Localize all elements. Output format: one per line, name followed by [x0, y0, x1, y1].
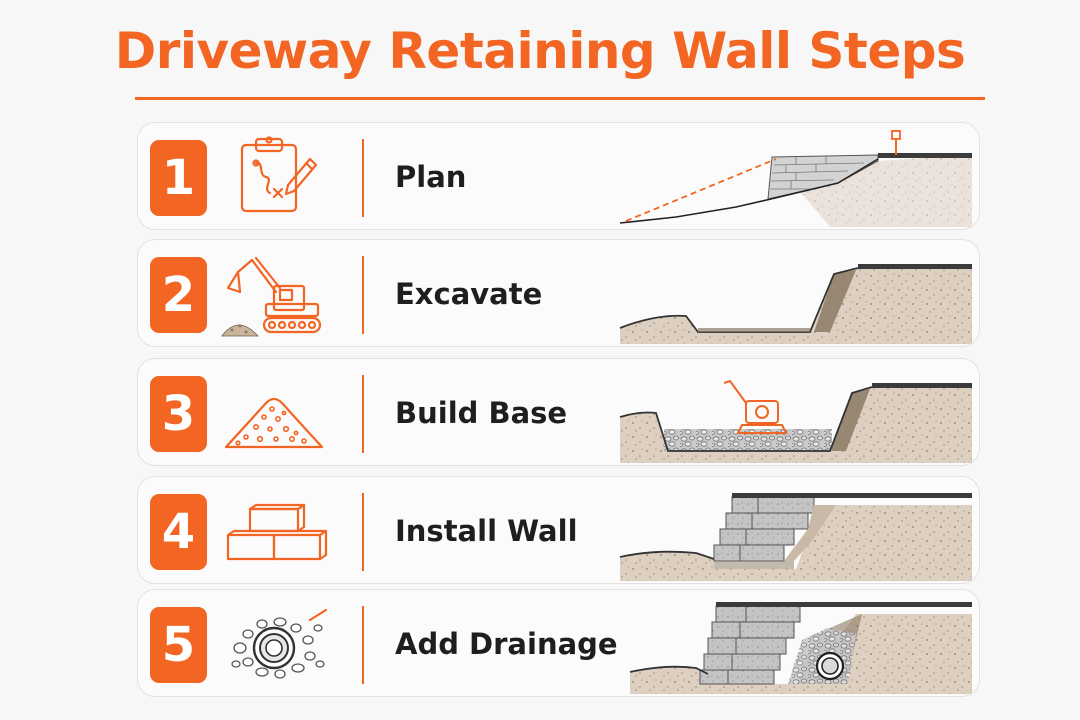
step-number-badge: 2 [150, 257, 207, 333]
step-number-badge: 5 [150, 607, 207, 683]
wall-install-illustration [616, 481, 976, 581]
step-label: Excavate [395, 277, 543, 311]
step-card-install-wall: 4 Install Wall [137, 476, 980, 584]
page-title: Driveway Retaining Wall Steps [114, 22, 966, 80]
gravel-pile-icon [218, 367, 328, 459]
plan-slope-illustration [616, 127, 976, 227]
step-divider [362, 375, 364, 453]
drain-pipe-icon [218, 598, 328, 690]
step-label: Add Drainage [395, 627, 618, 661]
step-divider [362, 606, 364, 684]
excavator-icon [218, 248, 328, 340]
step-number-badge: 4 [150, 494, 207, 570]
step-divider [362, 256, 364, 334]
excavate-trench-illustration [616, 244, 976, 344]
step-number-badge: 3 [150, 376, 207, 452]
step-label: Build Base [395, 396, 568, 430]
blocks-icon [218, 485, 328, 577]
clipboard-plan-icon [218, 131, 328, 223]
step-card-add-drainage: 5 Add Drainage [137, 589, 980, 697]
step-card-excavate: 2 Excavate [137, 239, 980, 347]
base-compaction-illustration [616, 363, 976, 463]
drainage-illustration [616, 594, 976, 694]
step-card-plan: 1 Plan [137, 122, 980, 230]
step-divider [362, 493, 364, 571]
step-label: Install Wall [395, 514, 578, 548]
step-card-build-base: 3 Build Base [137, 358, 980, 466]
step-number-badge: 1 [150, 140, 207, 216]
step-divider [362, 139, 364, 217]
step-label: Plan [395, 160, 467, 194]
title-underline [135, 97, 985, 100]
